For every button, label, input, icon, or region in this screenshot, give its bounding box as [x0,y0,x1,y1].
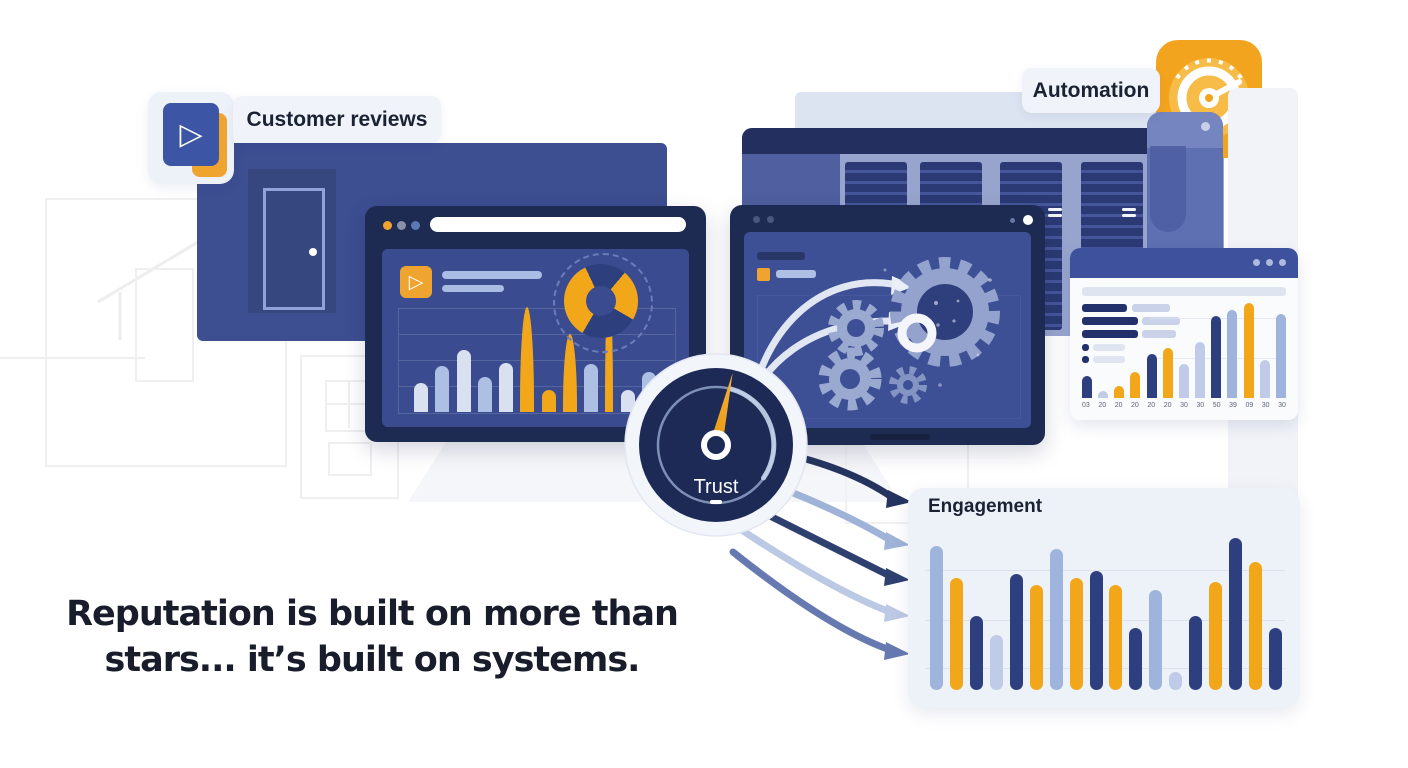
tick-label: 20 [1163,402,1172,409]
bar [1189,616,1203,690]
ring-marker [897,313,937,353]
sketch-window-grid-small [328,442,372,476]
table-window-titlebar [742,128,1224,154]
bar [435,366,450,412]
bar [1149,590,1163,690]
tick-label: 39 [1229,402,1237,409]
bar [1109,585,1123,690]
tick-label: 30 [1196,402,1205,409]
sketch-door [135,268,194,382]
bar [456,350,471,412]
bar [930,546,943,690]
engagement-title: Engagement [928,496,1043,517]
bar [1275,314,1286,398]
bar [620,390,635,412]
bar [1069,578,1083,690]
play-tile-icon: ▷ [400,266,432,298]
bar [499,363,514,412]
engagement-chart [930,536,1282,690]
analytics-card-titlebar [1070,248,1298,278]
trust-gauge: Trust [624,353,808,537]
bar [1146,354,1157,398]
automation-label: Automation [1022,68,1160,113]
bar [1249,562,1262,690]
tick-label: 09 [1245,402,1254,409]
bar [969,616,983,690]
bar [1268,628,1282,690]
donut-hole [586,286,616,316]
gear-icon-small [889,366,927,404]
address-bar [430,217,686,232]
chart-grid [398,308,676,414]
bar [562,334,577,412]
bar [989,635,1003,690]
bar [1227,310,1238,398]
door-knob [309,248,317,256]
tick-label: 20 [1098,402,1107,409]
bar [1098,391,1109,398]
bar [1082,376,1092,398]
bar [1114,386,1125,398]
bar [414,383,428,412]
bar [1029,585,1043,690]
tick-label: 30 [1180,402,1188,409]
tick-label: 50 [1212,402,1221,409]
bar [1243,303,1254,398]
bar [541,390,556,412]
bar [1229,538,1243,690]
bar [1009,574,1023,690]
gear-icon-medium [828,300,884,356]
sketch-roof-lines [97,240,199,340]
tick-label: 30 [1261,402,1270,409]
window-dot [397,221,406,230]
trust-label: Trust [694,476,739,498]
bar [520,307,535,412]
bar [1169,672,1183,690]
headline: Reputation is built on more than stars..… [22,592,722,683]
bar [1209,582,1223,690]
customer-reviews-label: Customer reviews [233,96,441,143]
tick-label: 20 [1131,402,1139,409]
gauge-hub [701,430,731,460]
mini-bar-chart [1082,303,1286,398]
tick-label: 30 [1278,402,1286,409]
window-dot [411,221,420,230]
bar [1211,316,1222,398]
bar [1130,372,1141,398]
bar [1129,628,1143,690]
tick-label: 20 [1114,402,1123,409]
bar [1089,571,1103,690]
tick-label: 20 [1147,402,1156,409]
bar [477,377,492,412]
bar [949,578,963,690]
bar [1195,342,1206,398]
phone-camera-dot [1201,122,1210,131]
bar [1178,364,1189,398]
headline-line1: Reputation is built on more than [66,594,679,634]
tick-label: 03 [1082,402,1090,409]
tick-labels: 03 20 20 20 20 20 30 30 50 39 09 30 30 [1082,402,1286,409]
bar [1049,549,1063,690]
bar [1259,360,1270,398]
bar [584,364,599,412]
donut-ring-decoration [553,253,653,353]
headline-line2: stars... it’s built on systems. [104,639,641,680]
bar [1162,348,1173,398]
gears-illustration [740,257,1000,435]
window-dot [383,221,392,230]
play-icon: ▷ [163,103,219,166]
gear-icon-lower [818,347,882,411]
